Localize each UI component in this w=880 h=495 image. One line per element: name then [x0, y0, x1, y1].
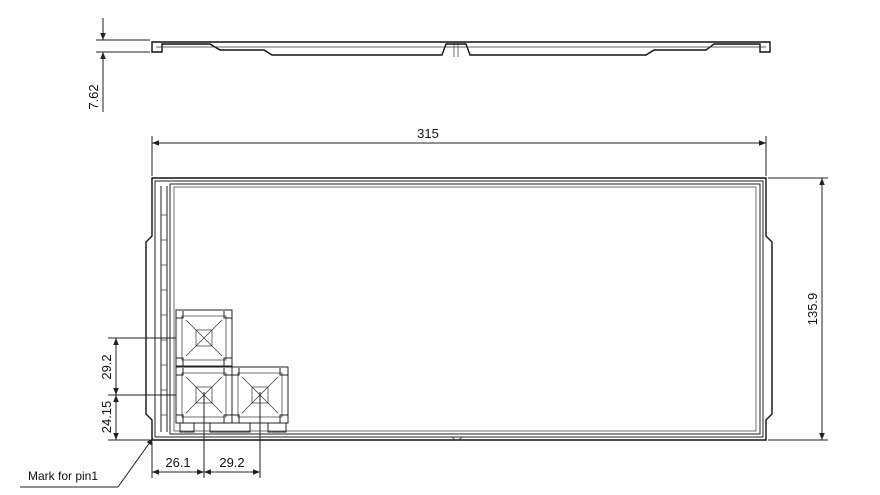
dim-pitch-y: 29.2 [99, 354, 114, 379]
left-rail-ticks [161, 214, 167, 416]
dim-height-group: 135.9 [768, 177, 828, 441]
dim-offset-x: 26.1 [165, 455, 190, 470]
side-view: 7.62 [86, 18, 771, 112]
pocket-3 [231, 366, 289, 424]
dim-width-top: 315 [417, 126, 439, 141]
top-view [145, 177, 773, 441]
dim-left-group: 29.2 24.15 [99, 337, 176, 441]
dim-height-right: 135.9 [805, 293, 820, 326]
dim-pitch-x: 29.2 [219, 455, 244, 470]
dim-offset-y: 24.15 [99, 401, 114, 434]
pin1-mark-label: Mark for pin1 [28, 469, 98, 483]
pin1-mark-group: Mark for pin1 [20, 437, 154, 488]
dim-height-side: 7.62 [86, 84, 101, 109]
dim-bottom-group: 26.1 29.2 [151, 392, 261, 478]
dim-width-group: 315 [151, 126, 767, 176]
pocket-1 [175, 309, 233, 367]
